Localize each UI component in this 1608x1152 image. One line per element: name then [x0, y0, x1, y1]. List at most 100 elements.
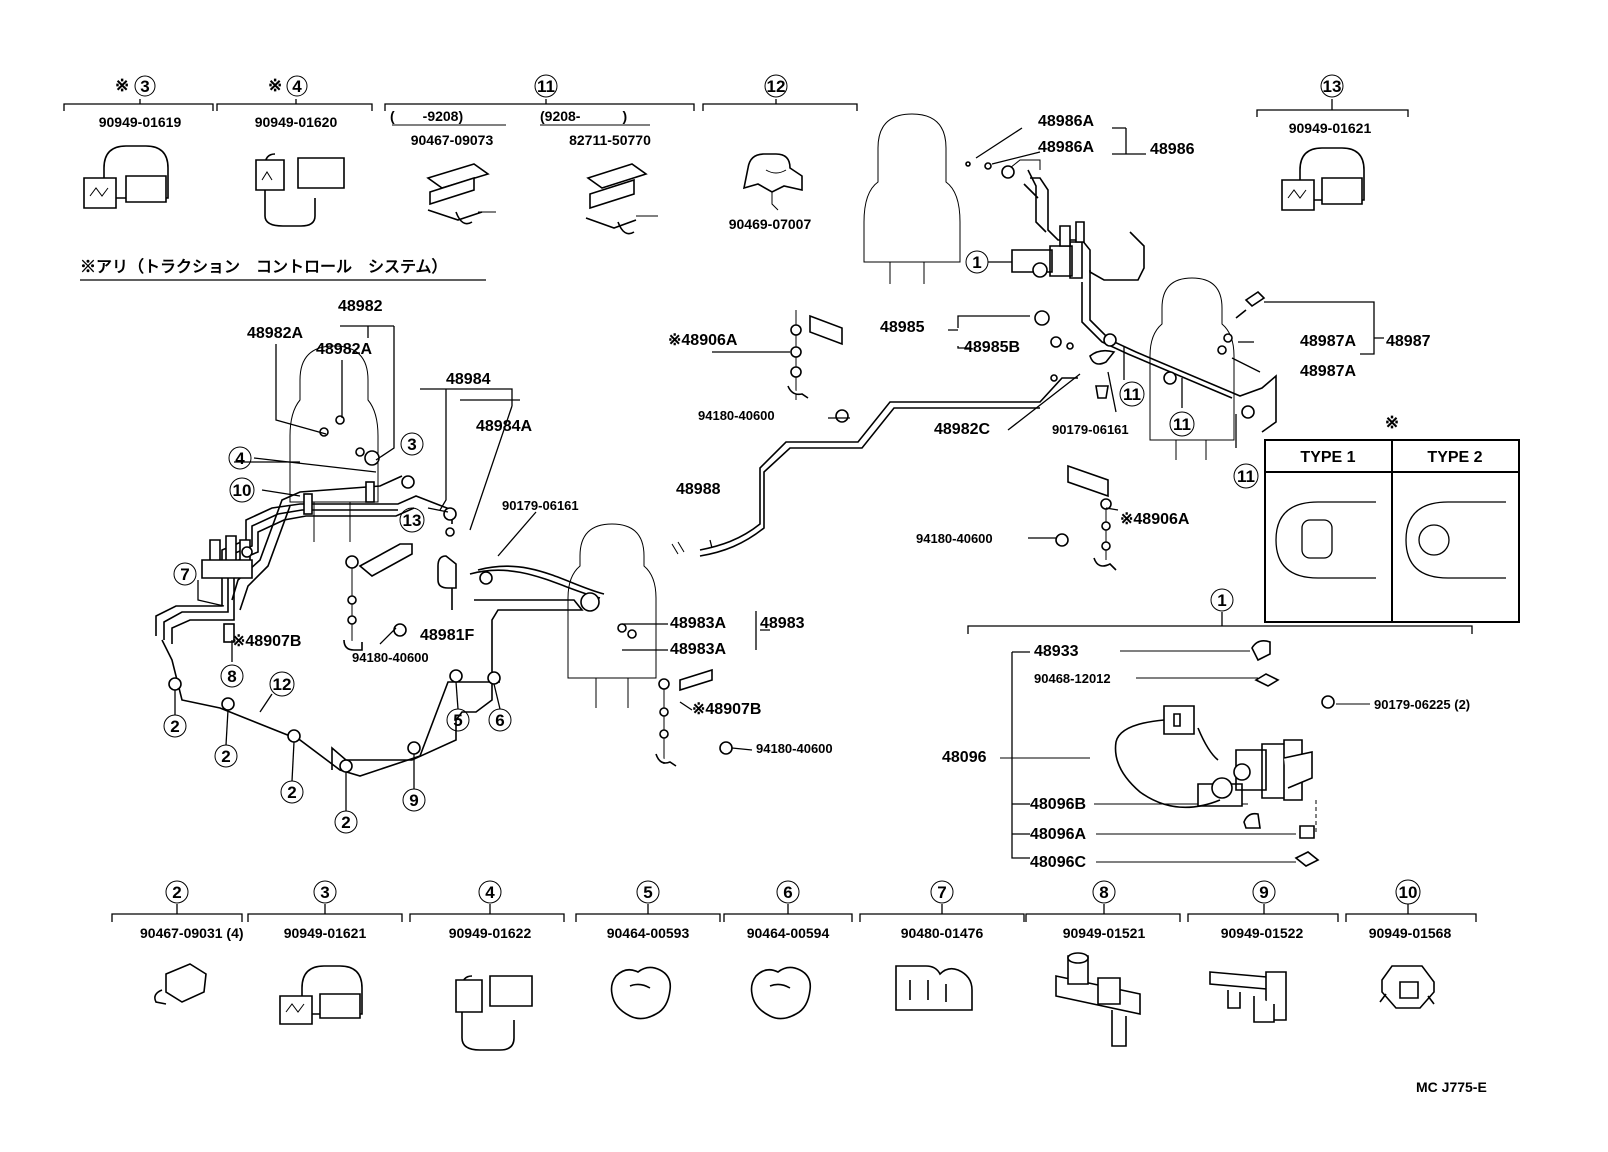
callout-1: 1 — [972, 253, 981, 272]
label-48986A-2: 48986A — [1038, 139, 1094, 156]
part-labels: 48982 48982A 48982A 48984 48984A ※48906A… — [232, 113, 1470, 871]
callout-11c: 11 — [1237, 467, 1255, 486]
label-48984: 48984 — [446, 371, 491, 388]
assembly-callout-num: 1 — [1217, 591, 1226, 610]
label-48096A: 48096A — [1030, 826, 1086, 843]
bottom-part-5: 90464-00593 — [607, 925, 690, 941]
clip-90467-09073-icon — [426, 163, 496, 225]
bottom-callout-4: 4 — [485, 883, 495, 902]
callout-circles: 1 3 4 10 13 7 8 12 2 2 2 2 9 5 6 — [163, 250, 1259, 834]
bottom-callout-2: 2 — [172, 883, 181, 902]
callout-2b: 2 — [221, 747, 230, 766]
group-callout-circle-4 — [286, 75, 308, 97]
label-48982A-1: 48982A — [247, 325, 303, 342]
bottom-part-10: 90949-01568 — [1369, 925, 1452, 941]
group-callout-circle-11 — [534, 74, 558, 98]
label-48984A: 48984A — [476, 418, 532, 435]
group-part-a-11: 90467-09073 — [411, 132, 494, 148]
bottom-clip-groups: 2 90467-09031 (4) 3 90949-01621 4 90949-… — [111, 879, 1477, 1051]
label-48907B-2: ※48907B — [692, 701, 761, 718]
clip-82711-50770-icon — [585, 163, 658, 235]
clip-90949-01620-icon — [255, 153, 345, 227]
label-48982C: 48982C — [934, 421, 990, 438]
clip-90949-01522-icon — [1209, 971, 1287, 1023]
callout-5: 5 — [453, 711, 462, 730]
label-48987A-1: 48987A — [1300, 333, 1356, 350]
group-callout-circle-13 — [1320, 74, 1344, 98]
label-48906A-2: ※48906A — [1120, 511, 1190, 528]
bottom-callout-10: 10 — [1399, 883, 1418, 902]
bottom-callout-7: 7 — [937, 883, 946, 902]
callout-10: 10 — [233, 481, 252, 500]
bottom-callout-6: 6 — [783, 883, 792, 902]
top-clip-groups: ※ 3 90949-01619 ※ 4 90949-01620 11 ( -92… — [63, 74, 1409, 235]
label-48982A-2: 48982A — [316, 341, 372, 358]
bottom-callout-3: 3 — [320, 883, 329, 902]
label-90179-1: 90179-06161 — [502, 498, 579, 513]
label-90468: 90468-12012 — [1034, 671, 1111, 686]
label-48983A-2: 48983A — [670, 641, 726, 658]
group-part-b-11: 82711-50770 — [569, 132, 651, 148]
bottom-part-6: 90464-00594 — [747, 925, 830, 941]
group-callout-num-12: 12 — [767, 77, 786, 96]
callout-12: 12 — [273, 675, 292, 694]
group-callout-num-13: 13 — [1323, 77, 1342, 96]
type-comparison-box: ※ TYPE 1 TYPE 2 — [1264, 413, 1520, 623]
group-bracket-13 — [1256, 99, 1409, 117]
bottom-callout-9: 9 — [1259, 883, 1268, 902]
bottom-part-4: 90949-01622 — [449, 925, 532, 941]
label-48907B-1: ※48907B — [232, 633, 301, 650]
label-48096: 48096 — [942, 749, 987, 766]
bottom-callout-5: 5 — [643, 883, 652, 902]
clip-90464-00594-icon — [750, 966, 812, 1020]
leader-lines — [197, 127, 1384, 751]
type-2-plate — [1405, 501, 1506, 579]
group-part-12: 90469-07007 — [729, 216, 812, 232]
label-48933: 48933 — [1034, 643, 1079, 660]
group-bracket-11 — [384, 99, 695, 111]
callout-2c: 2 — [287, 783, 296, 802]
callout-8: 8 — [227, 667, 236, 686]
callout-4: 4 — [235, 449, 245, 468]
clip-90467-09031-icon — [154, 963, 207, 1005]
label-48987A-2: 48987A — [1300, 363, 1356, 380]
label-90179-3: 90179-06225 (2) — [1374, 697, 1470, 712]
label-90179-2: 90179-06161 — [1052, 422, 1129, 437]
label-48981F: 48981F — [420, 627, 474, 644]
bottom-part-2: 90467-09031 (4) — [140, 925, 244, 941]
callout-11b: 11 — [1173, 415, 1191, 434]
label-48988: 48988 — [676, 481, 721, 498]
label-94180-4: 94180-40600 — [916, 531, 993, 546]
bottom-part-7: 90480-01476 — [901, 925, 984, 941]
callout-13: 13 — [403, 511, 422, 530]
label-48986: 48986 — [1150, 141, 1195, 158]
assembly-callout-circle — [1210, 588, 1234, 612]
group-range-b-11: (9208- ) — [540, 108, 627, 124]
label-48096C: 48096C — [1030, 854, 1086, 871]
label-48982: 48982 — [338, 298, 383, 315]
bottom-callout-8: 8 — [1099, 883, 1108, 902]
callout-7: 7 — [180, 565, 189, 584]
bottom-part-9: 90949-01522 — [1221, 925, 1304, 941]
type-2-label: TYPE 2 — [1427, 449, 1482, 466]
group-part-4: 90949-01620 — [255, 114, 338, 130]
callout-9: 9 — [409, 791, 418, 810]
clip-90949-01568-icon — [1379, 965, 1435, 1009]
group-bracket-4 — [216, 99, 373, 111]
type-box-mark: ※ — [1385, 413, 1399, 432]
label-94180-3: 94180-40600 — [756, 741, 833, 756]
type-1-plate — [1275, 501, 1376, 579]
diagram-code: MC J775-E — [1416, 1079, 1487, 1095]
type-2-hole — [1418, 524, 1450, 556]
group-callout-num-3: 3 — [140, 77, 149, 96]
label-48906A-1: ※48906A — [668, 332, 738, 349]
group-part-13: 90949-01621 — [1289, 120, 1372, 136]
clip-90949-01621-icon — [279, 965, 363, 1025]
clip-90949-01622-icon — [455, 975, 533, 1051]
assembly-bracket — [967, 612, 1473, 634]
group-part-3: 90949-01619 — [99, 114, 182, 130]
callout-2d: 2 — [341, 813, 350, 832]
assembly-48096: 1 — [967, 588, 1473, 867]
label-48983A-1: 48983A — [670, 615, 726, 632]
label-94180-1: 94180-40600 — [698, 408, 775, 423]
